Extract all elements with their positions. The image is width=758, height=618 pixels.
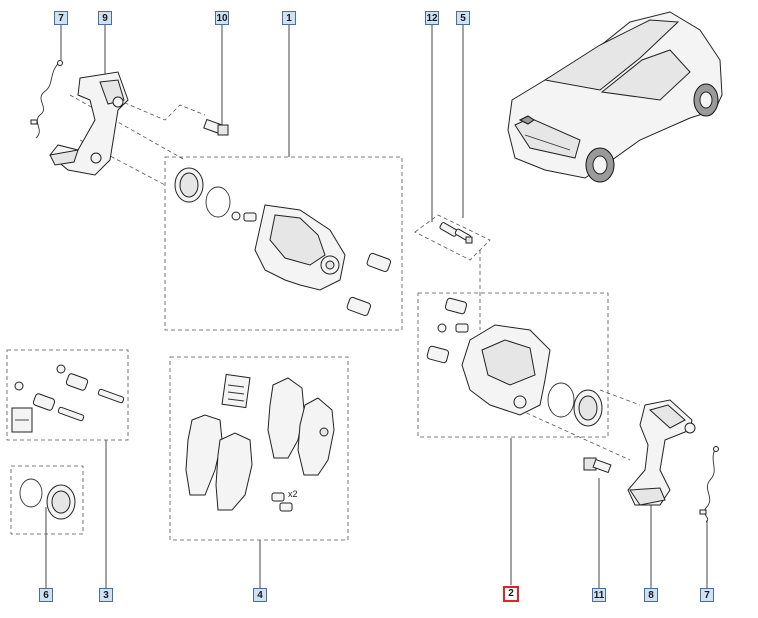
callout-1[interactable]: 1	[282, 11, 296, 25]
part-6-seal-kit	[19, 478, 76, 520]
callout-2-selected[interactable]: 2	[503, 586, 519, 602]
callout-11[interactable]: 11	[592, 588, 606, 602]
caliper-assembly-box	[417, 292, 609, 438]
part-12-5-bleeder-screws	[439, 222, 473, 244]
part-4-brake-pad-kit	[185, 373, 335, 512]
brake-pad-kit-box	[169, 356, 349, 541]
callout-6[interactable]: 6	[39, 588, 53, 602]
callout-10[interactable]: 10	[215, 11, 229, 25]
part-8-caliper-bracket	[627, 399, 696, 506]
part-10-bolt	[203, 118, 229, 136]
bleeder-box	[414, 214, 491, 261]
callout-7-bottom[interactable]: 7	[700, 588, 714, 602]
pad-bolt-quantity: x2	[288, 489, 298, 499]
callout-12[interactable]: 12	[425, 11, 439, 25]
vehicle-illustration	[507, 11, 723, 183]
callout-8[interactable]: 8	[644, 588, 658, 602]
part-3-guide-pin-kit	[11, 364, 125, 433]
part-9-caliper-bracket	[49, 71, 129, 176]
leader-lines	[45, 25, 708, 588]
callout-4[interactable]: 4	[253, 588, 267, 602]
part-7-wear-sensor-bottom	[699, 446, 719, 523]
part-2-caliper-assembly	[426, 297, 603, 427]
part-7-wear-sensor-top	[30, 60, 63, 139]
callout-7-top[interactable]: 7	[54, 11, 68, 25]
part-11-bolt	[583, 457, 612, 474]
caliper-kit-box	[164, 156, 403, 331]
part-1-caliper-kit	[174, 167, 392, 316]
callout-5[interactable]: 5	[456, 11, 470, 25]
seal-kit-box	[10, 465, 84, 535]
callout-9[interactable]: 9	[98, 11, 112, 25]
callout-3[interactable]: 3	[99, 588, 113, 602]
